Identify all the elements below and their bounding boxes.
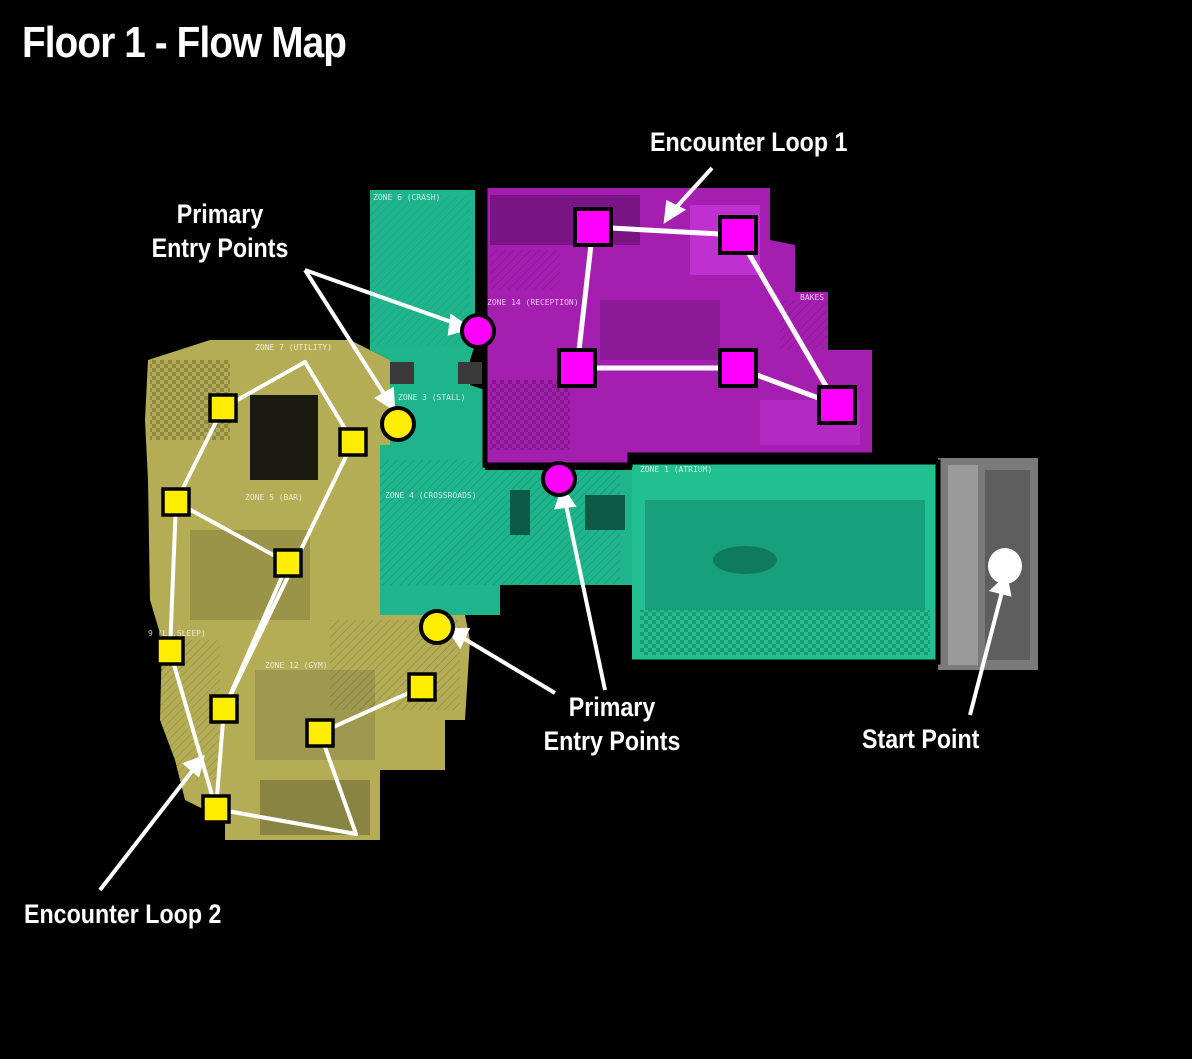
- zone-label: ZONE 3 (STALL): [398, 393, 465, 402]
- zone-label: ZONE 7 (UTILITY): [255, 343, 332, 352]
- zone-label: BAKES: [800, 293, 824, 302]
- encounter-node-icon[interactable]: [209, 694, 239, 724]
- encounter-node-icon[interactable]: [305, 718, 335, 748]
- label-primary-entry-top-line1: Primary: [176, 199, 264, 229]
- zone-label: ZONE 14 (RECEPTION): [487, 298, 579, 307]
- label-primary-entry-bottom: Primary Entry Points: [526, 690, 698, 758]
- zone-label: ZONE 1 (ATRIUM): [640, 465, 712, 474]
- zone-label: ZONE 12 (GYM): [265, 661, 328, 670]
- entry-points: [380, 313, 577, 645]
- encounter-node-icon[interactable]: [573, 207, 613, 247]
- label-primary-entry-bottom-line2: Entry Points: [543, 726, 681, 756]
- entry-point-icon[interactable]: [380, 406, 416, 442]
- encounter-node-icon[interactable]: [718, 348, 758, 388]
- label-encounter-loop-1: Encounter Loop 1: [650, 127, 848, 157]
- encounter-node-icon[interactable]: [161, 487, 191, 517]
- encounter-node-icon[interactable]: [407, 672, 437, 702]
- entry-point-icon[interactable]: [541, 461, 577, 497]
- entry-point-icon[interactable]: [460, 313, 496, 349]
- encounter-node-icon[interactable]: [155, 636, 185, 666]
- zone-label: ZONE 5 (BAR): [245, 493, 303, 502]
- label-primary-entry-top-line2: Entry Points: [151, 233, 289, 263]
- encounter-node-icon[interactable]: [201, 794, 231, 824]
- door-block: [458, 362, 482, 384]
- zone-label: ZONE 6 (CRASH): [373, 193, 440, 202]
- encounter-node-icon[interactable]: [557, 348, 597, 388]
- zone-borders: [482, 188, 941, 665]
- encounter-node-icon[interactable]: [273, 548, 303, 578]
- encounter-node-icon[interactable]: [208, 393, 238, 423]
- label-start-point: Start Point: [862, 724, 980, 754]
- label-encounter-loop-2: Encounter Loop 2: [24, 899, 222, 929]
- encounter-loop-2-nodes: [155, 393, 437, 824]
- door-block: [390, 362, 414, 384]
- encounter-loop-1-path: [574, 224, 840, 408]
- label-primary-entry-top: Primary Entry Points: [134, 197, 306, 265]
- encounter-node-icon[interactable]: [718, 215, 758, 255]
- page-title: Floor 1 - Flow Map: [22, 18, 347, 67]
- encounter-loop-1-nodes: [557, 207, 857, 425]
- zone-label: ZONE 4 (CROSSROADS): [385, 491, 477, 500]
- label-arrows: [98, 166, 1012, 892]
- entry-point-icon[interactable]: [419, 609, 455, 645]
- zone-label: 9 (L..SLEEP): [148, 629, 206, 638]
- encounter-node-icon[interactable]: [817, 385, 857, 425]
- label-primary-entry-bottom-line1: Primary: [568, 692, 656, 722]
- encounter-node-icon[interactable]: [338, 427, 368, 457]
- start-point-icon[interactable]: [988, 548, 1022, 584]
